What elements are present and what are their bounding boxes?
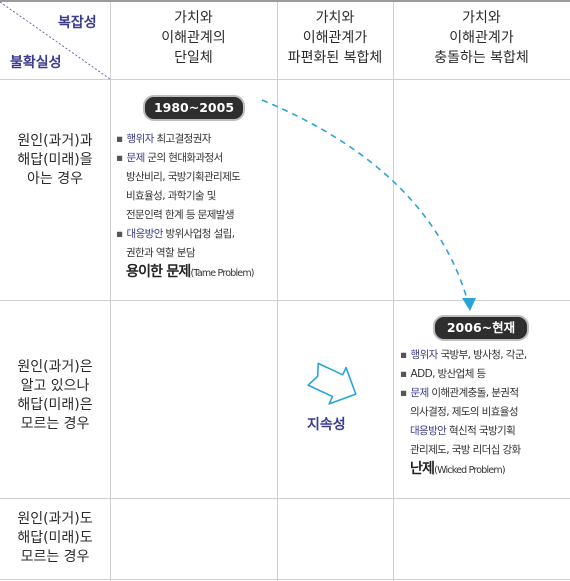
period1-description: ▪행위자 최고결정권자 ▪문제 군의 현대화과정서 방산비리, 국방기획관리제도… xyxy=(116,130,255,283)
period1-problem: ▪문제 군의 현대화과정서 xyxy=(116,152,223,164)
period2-response: 대응방안 혁신적 국방기획 xyxy=(410,425,516,437)
transition-arrow-head xyxy=(462,298,476,311)
period2-actor: ▪행위자 국방부, 방사청, 각군, xyxy=(400,349,527,361)
row-divider-1 xyxy=(0,300,570,301)
period1-actor: ▪행위자 최고결정권자 xyxy=(116,133,211,145)
period1-response: ▪대응방안 방위사업청 설립, xyxy=(116,228,235,240)
period2-actor-cont: ▪ADD, 방산업체 등 xyxy=(400,368,486,380)
col-divider-1 xyxy=(110,2,111,581)
period2-description: ▪행위자 국방부, 방사청, 각군, ▪ADD, 방산업체 등 ▪문제 이해관계… xyxy=(400,346,527,480)
row-header-unknown: 원인(과거)도 해답(미래)도 모르는 경우 xyxy=(17,511,93,565)
uncertainty-label: 불확실성 xyxy=(10,55,62,71)
table-bottom-border xyxy=(0,579,570,580)
transition-arrow-line xyxy=(261,99,469,303)
period2-result: 난제(Wicked Problem) xyxy=(410,461,506,477)
column-header-conflicting: 가치와 이해관계가 충돌하는 복합체 xyxy=(434,10,529,66)
period2-problem: ▪문제 이해관계충돌, 분권적 xyxy=(400,387,519,399)
column-header-fragmented: 가치와 이해관계가 파편화된 복합체 xyxy=(287,10,383,66)
row-header-partial: 원인(과거)은 알고 있으나 해답(미래)은 모르는 경우 xyxy=(17,359,93,432)
persistence-arrow-icon xyxy=(307,362,357,405)
persistence-label: 지속성 xyxy=(307,417,346,433)
period-badge-1980-2005: 1980~2005 xyxy=(143,95,245,121)
period-badge-2006-present: 2006~현재 xyxy=(433,315,529,341)
col-divider-3 xyxy=(393,2,394,581)
table-top-border xyxy=(0,0,570,2)
period1-result: 용이한 문제(Tame Problem) xyxy=(126,264,255,280)
col-divider-2 xyxy=(277,2,278,581)
row-header-known: 원인(과거)과 해답(미래)을 아는 경우 xyxy=(17,133,93,187)
column-header-single: 가치와 이해관계의 단일체 xyxy=(161,10,226,66)
header-divider xyxy=(0,79,570,80)
row-divider-2 xyxy=(0,498,570,499)
complexity-label: 복잡성 xyxy=(58,15,97,31)
